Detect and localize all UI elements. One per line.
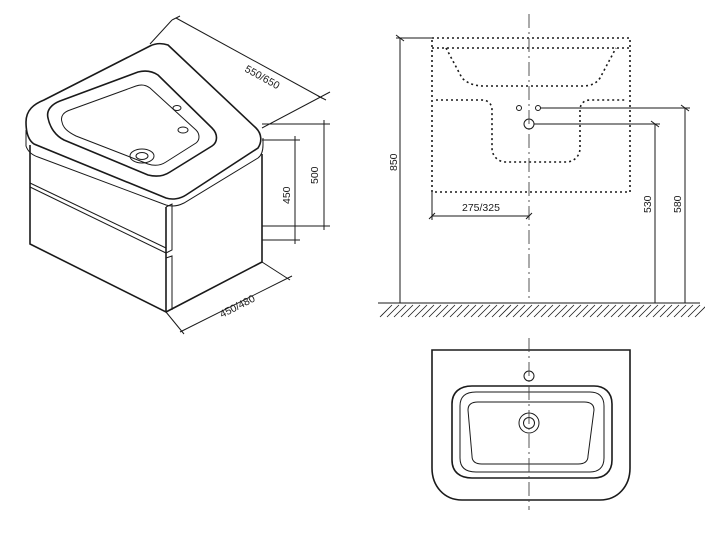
drawer-top-edge: [29, 182, 167, 249]
floor-hatch-line: [568, 304, 582, 318]
dim-mount-height-label: 850: [388, 153, 400, 171]
floor-hatch-line: [519, 304, 533, 318]
cabinet-side: [165, 154, 263, 313]
dim-width-label: 550/650: [243, 63, 282, 92]
floor-hatch-line: [680, 304, 694, 318]
floor-hatch-line: [512, 304, 526, 318]
floor-hatch-line: [617, 304, 631, 318]
elevation-basin-outline: [431, 37, 631, 193]
dim-depth-label: 450/480: [218, 293, 257, 321]
floor-hatching: [379, 304, 705, 318]
drawer-gap: [29, 186, 167, 254]
floor-hatch-line: [442, 304, 456, 318]
floor-hatch-line: [533, 304, 547, 318]
floor-hatch-line: [414, 304, 428, 318]
floor-hatch-line: [393, 304, 407, 318]
floor-hatch-line: [652, 304, 666, 318]
floor-hatch-line: [498, 304, 512, 318]
floor-hatch-line: [449, 304, 463, 318]
tap-hole: [172, 105, 182, 111]
floor-hatch-line: [463, 304, 477, 318]
floor-hatch-line: [505, 304, 519, 318]
dim-cabinet-height-label: 450: [281, 186, 293, 204]
floor-hatch-line: [638, 304, 652, 318]
front-elevation: 850 275/325 530 580: [378, 14, 705, 318]
floor-hatch-line: [526, 304, 540, 318]
plan-bowl-rim: [459, 391, 605, 473]
plan-bowl-outer: [451, 385, 613, 479]
drawer-side-gap-2: [165, 255, 173, 310]
floor-hatch-line: [386, 304, 400, 318]
floor-hatch-line: [561, 304, 575, 318]
floor-hatch-line: [673, 304, 687, 318]
floor-hatch-line: [547, 304, 561, 318]
floor-hatch-line: [687, 304, 701, 318]
drain-inner: [135, 152, 149, 160]
floor-hatch-line: [470, 304, 484, 318]
tap-hole-right: [535, 105, 541, 111]
floor-hatch-line: [596, 304, 610, 318]
drawer-side-gap: [165, 203, 173, 254]
floor-hatch-line: [400, 304, 414, 318]
floor-hatch-line: [610, 304, 624, 318]
floor-hatch-line: [582, 304, 596, 318]
tap-hole-left: [516, 105, 522, 111]
dim-waste-offset-label: 275/325: [462, 202, 500, 214]
floor-hatch-line: [631, 304, 645, 318]
drain-outer: [129, 148, 155, 164]
elevation-inner-bowl: [445, 47, 617, 87]
overflow-hole: [177, 126, 189, 134]
floor-hatch-line: [603, 304, 617, 318]
elevation-bowl-profile: [436, 99, 626, 163]
basin-top-outline: [25, 42, 262, 200]
floor-hatch-line: [624, 304, 638, 318]
isometric-view: 550/650 500 450 450/480: [25, 15, 331, 335]
floor-hatch-line: [435, 304, 449, 318]
floor-hatch-line: [421, 304, 435, 318]
basin-bowl-inner: [61, 84, 200, 166]
dim-waste-height-1-label: 530: [642, 195, 654, 213]
floor-hatch-line: [666, 304, 680, 318]
floor-hatch-line: [456, 304, 470, 318]
floor-hatch-line: [589, 304, 603, 318]
floor-hatch-line: [477, 304, 491, 318]
floor-hatch-line: [554, 304, 568, 318]
plan-basin-outline: [431, 349, 631, 501]
floor-hatch-line: [540, 304, 554, 318]
floor-hatch-line: [575, 304, 589, 318]
floor-hatch-line: [379, 304, 393, 318]
floor-hatch-line: [428, 304, 442, 318]
floor-hatch-line: [645, 304, 659, 318]
plan-bowl-inner: [467, 401, 595, 465]
floor-hatch-line: [694, 306, 705, 318]
dim-waste-height-2-label: 580: [672, 195, 684, 213]
dim-total-height-label: 500: [309, 166, 321, 184]
floor-hatch-line: [659, 304, 673, 318]
basin-bowl-outer: [46, 70, 218, 177]
floor-hatch-line: [484, 304, 498, 318]
floor-hatch-line: [491, 304, 505, 318]
floor-hatch-line: [407, 304, 421, 318]
cabinet-body: [29, 145, 167, 314]
plan-view: [431, 338, 631, 510]
